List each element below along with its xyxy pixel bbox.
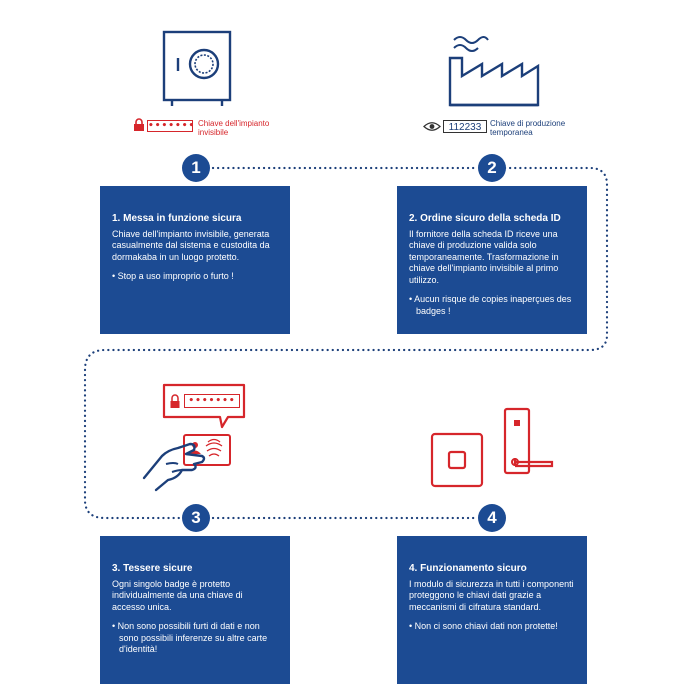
hand-card-icon	[142, 434, 231, 492]
step-1-card: 1. Messa in funzione sicura Chiave dell'…	[100, 186, 290, 334]
step-4-body: I modulo di sicurezza in tutti i compone…	[409, 578, 574, 612]
step-1-body: Chiave dell'impianto invisibile, generat…	[112, 228, 270, 262]
speech-bubble-icon	[162, 383, 246, 429]
card-reader-icon	[430, 432, 484, 488]
step-1-badge: 1	[182, 154, 210, 182]
step-2-body: Il fornitore della scheda ID riceve una …	[409, 228, 559, 285]
lock-icon	[134, 118, 144, 131]
step-1-bullet: • Stop a uso improprio o furto !	[112, 271, 234, 281]
password-field: •••••••	[147, 120, 196, 132]
step-2-badge: 2	[478, 154, 506, 182]
step-4-title: 4. Funzionamento sicuro	[409, 563, 527, 574]
step-2-card: 2. Ordine sicuro della scheda ID Il forn…	[397, 186, 587, 334]
step-3-body: Ogni singolo badge è protetto individual…	[112, 578, 243, 612]
production-code: 112233	[443, 120, 487, 133]
eye-icon	[423, 122, 441, 131]
step-3-bullet: • Non sono possibili furti di dati e non…	[112, 621, 268, 654]
safe-icon	[162, 30, 232, 106]
door-handle-icon	[503, 407, 554, 475]
step-2-title: 2. Ordine sicuro della scheda ID	[409, 213, 561, 224]
factory-icon	[448, 36, 540, 107]
step-3-badge: 3	[182, 504, 210, 532]
step-2-bullet: • Aucun risque de copies inaperçues des …	[409, 294, 572, 316]
step-4-card: 4. Funzionamento sicuro I modulo di sicu…	[397, 536, 587, 684]
step-1-title: 1. Messa in funzione sicura	[112, 213, 242, 224]
step2-caption: Chiave di produzione temporanea	[490, 119, 566, 137]
step-4-badge: 4	[478, 504, 506, 532]
step-3-title: 3. Tessere sicure	[112, 563, 193, 574]
step1-caption: Chiave dell'impianto invisibile	[198, 119, 270, 137]
bubble-password: •••••••	[184, 394, 240, 408]
step-3-card: 3. Tessere sicure Ogni singolo badge è p…	[100, 536, 290, 684]
step-4-bullet: • Non ci sono chiavi dati non protette!	[409, 621, 558, 631]
